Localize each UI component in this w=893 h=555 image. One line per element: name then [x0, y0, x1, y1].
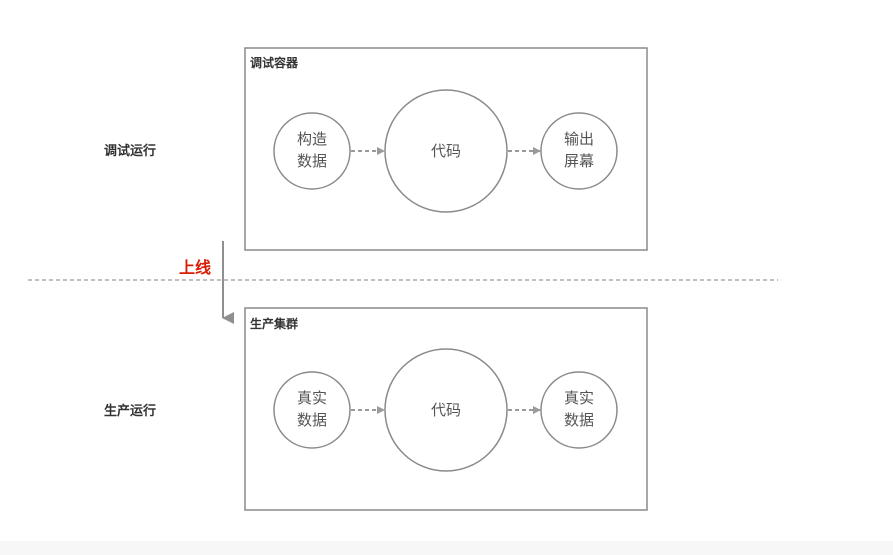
- production-input-node: [273, 371, 351, 449]
- production-output-node: [540, 371, 618, 449]
- debug-stage-label: 调试运行: [104, 143, 156, 159]
- production-output-node-line2: 数据: [564, 411, 594, 429]
- debug-output-node: [540, 112, 618, 190]
- debug-container-title: 调试容器: [250, 55, 299, 70]
- bottom-strip: [0, 541, 893, 555]
- production-code-node-label: 代码: [431, 401, 461, 419]
- debug-output-node-line2: 屏幕: [564, 152, 594, 170]
- deploy-label: 上线: [179, 258, 211, 277]
- production-container-box: [244, 307, 648, 511]
- debug-input-node: [273, 112, 351, 190]
- debug-input-node-line1: 构造: [297, 130, 327, 148]
- production-input-node-line1: 真实: [297, 389, 327, 407]
- debug-input-node-line2: 数据: [297, 152, 327, 170]
- production-input-node-line2: 数据: [297, 411, 327, 429]
- production-stage-label: 生产运行: [104, 403, 156, 419]
- production-container-title: 生产集群: [250, 316, 298, 331]
- debug-code-node-label: 代码: [431, 142, 461, 160]
- debug-code-node: [384, 89, 508, 213]
- production-code-node: [384, 348, 508, 472]
- debug-container-box: [244, 47, 648, 251]
- production-output-node-line1: 真实: [564, 389, 594, 407]
- debug-output-node-line1: 输出: [564, 130, 594, 148]
